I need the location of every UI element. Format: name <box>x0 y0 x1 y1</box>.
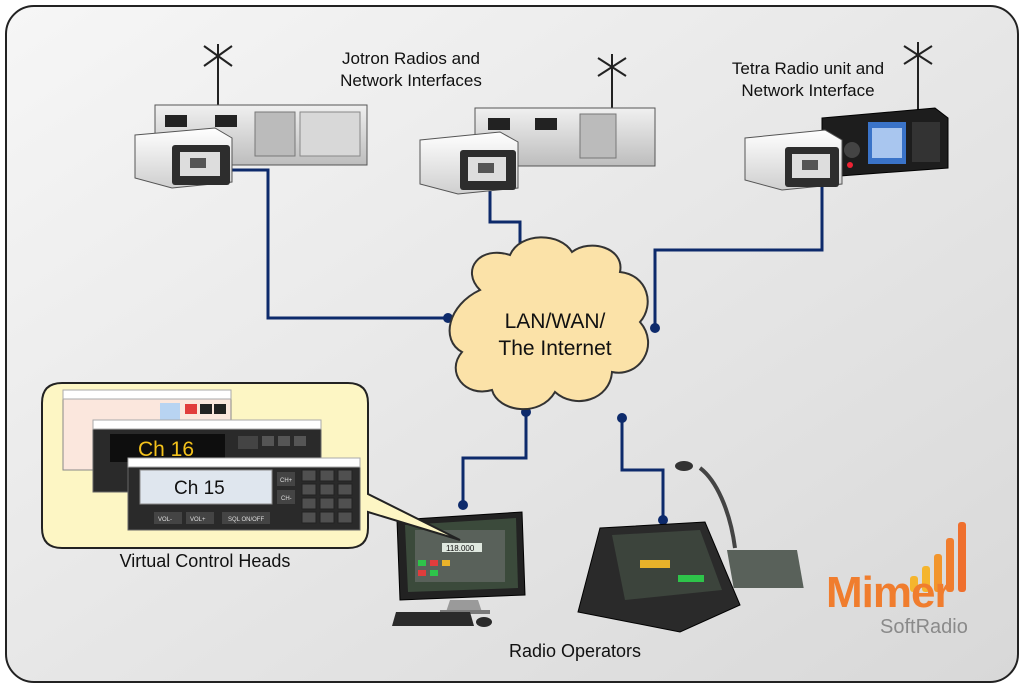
keypad-key[interactable] <box>337 497 353 510</box>
keypad-key[interactable] <box>337 483 353 496</box>
keypad-key[interactable] <box>337 469 353 482</box>
radio-operators-label: Radio Operators <box>508 641 642 661</box>
keypad-key[interactable] <box>301 469 317 482</box>
jotron-label-line1: Jotron Radios and <box>342 49 480 68</box>
keypad-key[interactable] <box>301 511 317 524</box>
tetra-radio-unit <box>821 42 949 177</box>
link-operator-console <box>620 418 665 520</box>
keypad-key[interactable] <box>301 497 317 510</box>
keypad-key[interactable] <box>337 511 353 524</box>
mimer-logo-sub: SoftRadio <box>880 616 968 638</box>
keypad-key[interactable] <box>301 483 317 496</box>
front-keypad[interactable] <box>301 469 353 524</box>
jotron-label-line2: Network Interfaces <box>340 71 482 90</box>
mimer-logo-word: Mimer <box>826 568 952 617</box>
keypad-key[interactable] <box>319 497 335 510</box>
operator-frequency: 118.000 <box>446 544 475 553</box>
mimer-logo-bars <box>910 522 966 592</box>
front-channel-text: Ch 15 <box>174 478 225 499</box>
keypad-key[interactable] <box>319 483 335 496</box>
jotron-label: Jotron Radios and Network Interfaces <box>306 48 516 92</box>
vol-down-button[interactable]: VOL- <box>158 517 172 523</box>
cloud-label: LAN/WAN/ The Internet <box>470 308 640 362</box>
middle-channel-text: Ch 16 <box>138 438 194 461</box>
network-interface-tetra <box>744 129 843 191</box>
channel-down-button[interactable]: CH- <box>281 496 292 502</box>
keypad-key[interactable] <box>319 511 335 524</box>
vol-up-button[interactable]: VOL+ <box>190 517 206 523</box>
cloud-label-line1: LAN/WAN/ <box>504 310 606 333</box>
link-operator-desktop <box>461 412 528 505</box>
virtual-head-front[interactable]: Ch 15 VOL- VOL+ SQL ON/OFF CH+ CH- <box>127 457 361 531</box>
network-cloud <box>448 236 650 410</box>
keypad-key[interactable] <box>319 469 335 482</box>
cloud-label-line2: The Internet <box>498 337 612 360</box>
tetra-label-line2: Network Interface <box>741 81 875 100</box>
operator-desktop: 118.000 <box>392 511 526 627</box>
squelch-button[interactable]: SQL ON/OFF <box>228 517 264 523</box>
virtual-heads-label: Virtual Control Heads <box>119 551 291 571</box>
operator-console <box>577 461 804 633</box>
channel-up-button[interactable]: CH+ <box>280 478 293 484</box>
network-interface-middle <box>419 131 519 195</box>
tetra-label: Tetra Radio unit and Network Interface <box>708 58 908 102</box>
network-interface-left <box>134 127 233 189</box>
tetra-label-line1: Tetra Radio unit and <box>731 59 885 78</box>
